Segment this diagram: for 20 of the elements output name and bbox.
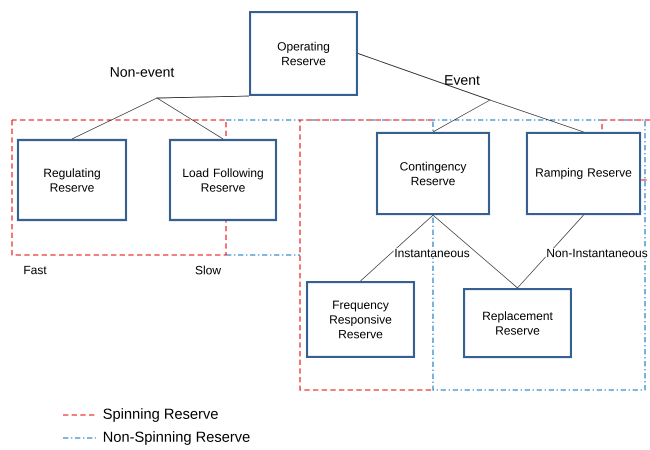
reserve-box: Ramping Reserve (526, 132, 642, 216)
connector-line (156, 96, 250, 140)
category-label: Event (445, 75, 480, 85)
reserve-box: Operating Reserve (248, 10, 358, 96)
reserve-box: Replacement Reserve (462, 288, 572, 358)
category-label: Fast (24, 266, 47, 274)
reserve-box: Contingency Reserve (376, 132, 490, 216)
edge-label: Non-Instantaneous (546, 248, 648, 258)
connector-line (432, 214, 518, 288)
connector-line (358, 53, 584, 132)
legend-label: Spinning Reserve (103, 408, 218, 422)
connector-line (360, 214, 434, 282)
reserve-box: Load Following Reserve (168, 138, 278, 222)
legend-label: Non-Spinning Reserve (104, 431, 250, 445)
reserve-box: Frequency Responsive Reserve (306, 280, 416, 358)
category-label: Slow (196, 266, 222, 274)
connector-line (517, 214, 584, 288)
edge-label: Instantaneous (394, 248, 470, 258)
reserve-box: Regulating Reserve (16, 138, 128, 222)
category-label: Non-event (110, 67, 174, 77)
